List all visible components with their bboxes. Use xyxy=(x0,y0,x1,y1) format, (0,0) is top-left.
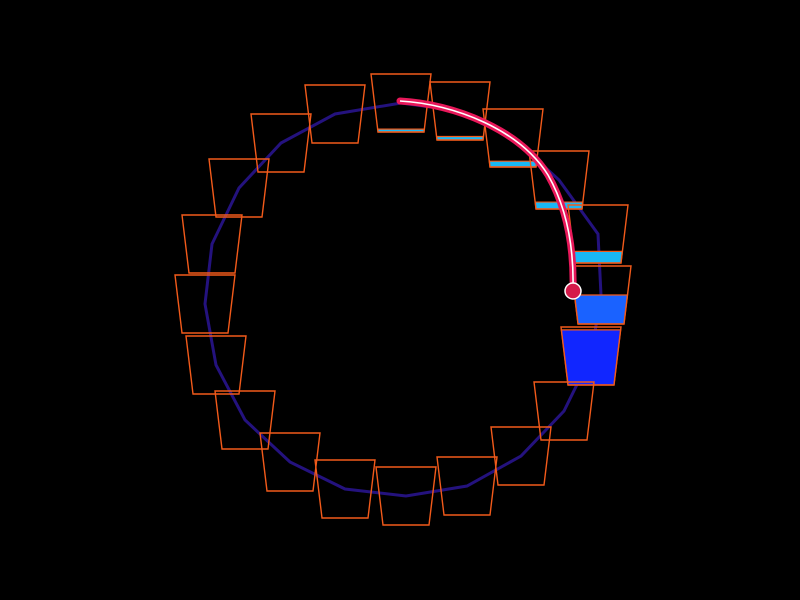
bucket-outline xyxy=(208,158,270,218)
bucket-outline xyxy=(436,456,498,516)
stream-outlet-dot xyxy=(564,282,582,300)
bucket-outline xyxy=(533,381,595,441)
bucket-outline xyxy=(482,108,544,168)
bucket-outline xyxy=(528,150,590,210)
bucket xyxy=(375,466,437,526)
water-stream-core xyxy=(399,100,574,291)
bucket xyxy=(250,113,312,173)
bucket-outline xyxy=(250,113,312,173)
bucket-outline xyxy=(259,432,321,492)
bucket xyxy=(214,390,276,450)
bucket-water xyxy=(488,160,538,168)
bucket xyxy=(304,84,366,144)
bucket-outline xyxy=(570,265,632,325)
bucket-outline xyxy=(314,459,376,519)
bucket xyxy=(570,265,632,325)
bucket xyxy=(181,214,243,274)
bucket-outline xyxy=(429,81,491,141)
water-stream-layer xyxy=(396,97,582,300)
bucket-outline xyxy=(185,335,247,395)
wheel-rim-layer xyxy=(203,101,603,498)
bucket xyxy=(314,459,376,519)
bucket xyxy=(533,381,595,441)
bucket xyxy=(436,456,498,516)
bucket-outline xyxy=(370,73,432,133)
bucket-outline xyxy=(174,274,236,334)
bucket-water xyxy=(560,329,622,386)
bucket xyxy=(174,274,236,334)
bucket-outline xyxy=(560,326,622,386)
bucket xyxy=(370,73,432,133)
bucket xyxy=(259,432,321,492)
bucket-water xyxy=(573,294,629,325)
bucket xyxy=(185,335,247,395)
bucket-outline xyxy=(214,390,276,450)
bucket-outline xyxy=(181,214,243,274)
bucket xyxy=(482,108,544,168)
bucket xyxy=(208,158,270,218)
cups-layer xyxy=(174,73,632,526)
bucket-water xyxy=(572,250,624,264)
bucket xyxy=(560,326,622,386)
bucket-outline xyxy=(375,466,437,526)
bucket xyxy=(429,81,491,141)
bucket-outline xyxy=(304,84,366,144)
wheel-rim xyxy=(203,101,603,498)
